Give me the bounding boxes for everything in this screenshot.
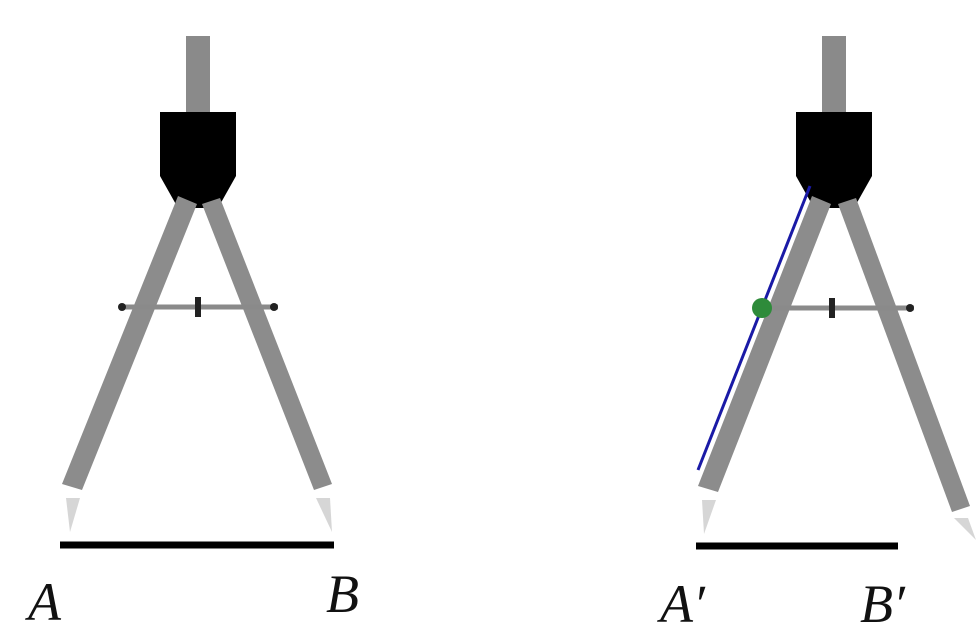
right-compass xyxy=(696,36,976,540)
right-compass-crossbar-end-right xyxy=(906,304,914,312)
right-compass-right-leg xyxy=(838,198,970,512)
left-compass-crossbar-end-right xyxy=(270,303,278,311)
right-compass-left-tip xyxy=(702,500,716,534)
left-compass-right-leg xyxy=(202,198,332,490)
right-compass-handle xyxy=(822,36,846,116)
left-compass-left-tip xyxy=(66,498,80,532)
right-compass-left-leg xyxy=(698,196,831,492)
point-a-prime-label: A′ xyxy=(657,574,706,634)
point-a-label: A xyxy=(25,572,62,632)
left-compass-head xyxy=(160,112,236,208)
left-compass xyxy=(62,36,332,532)
left-compass-handle xyxy=(186,36,210,116)
right-compass-highlight-line xyxy=(696,185,812,471)
point-b-label: B xyxy=(326,564,359,624)
left-compass-left-leg xyxy=(62,196,197,490)
right-compass-crossbar-knob xyxy=(829,298,835,318)
left-compass-right-tip xyxy=(316,498,332,532)
left-compass-crossbar-end-left xyxy=(118,303,126,311)
right-compass-hinge-marker xyxy=(752,298,772,318)
right-compass-head xyxy=(796,112,872,208)
left-compass-crossbar-knob xyxy=(195,297,201,317)
point-b-prime-label: B′ xyxy=(860,574,906,634)
right-compass-right-tip xyxy=(954,518,976,540)
